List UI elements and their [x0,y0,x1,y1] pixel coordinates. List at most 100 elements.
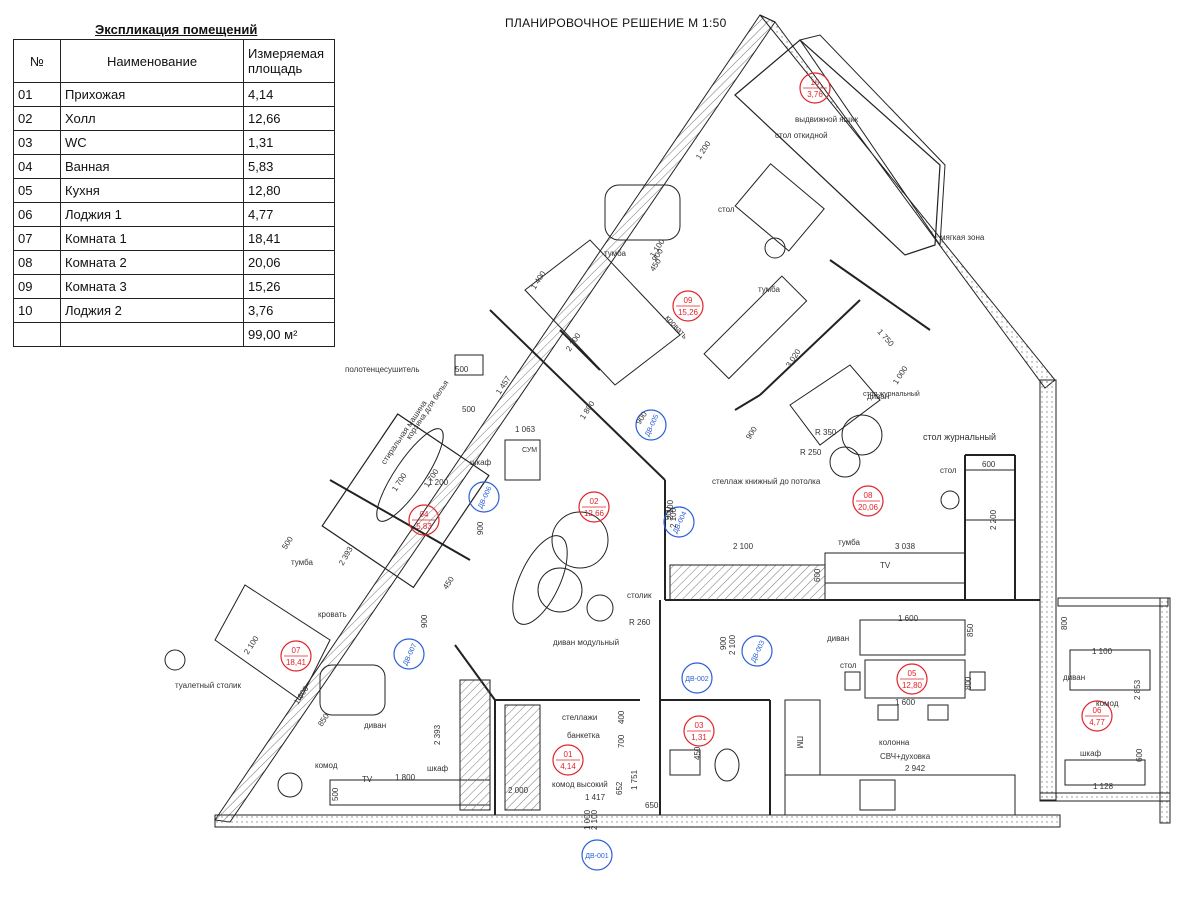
bathroom-block [321,354,541,589]
plan-annotation: 500 [455,365,469,374]
room-marker-circle [799,72,831,104]
door-marker-circle [741,635,773,667]
plan-annotation: 900 [719,636,728,650]
plan-annotation: 600 [1135,748,1144,762]
room-area: 4,77 [1089,718,1105,727]
wardrobe-entrance [459,679,491,811]
plan-annotation: корзина для белья [404,379,450,442]
room-number: 01 [564,750,573,759]
shelves-entrance [504,704,541,811]
door-code: ДВ-007 [402,642,418,666]
plant [277,772,303,798]
room-marker-circle [408,504,440,536]
plan-annotation: 1 063 [515,425,536,434]
plan-annotation: стол откидной [775,131,828,140]
plan-annotation: 1 417 [585,793,606,802]
chair-room-09 [764,237,786,259]
plan-annotation: 2 853 [1133,679,1142,700]
plan-annotation: шкаф [427,764,449,773]
cell-num: 05 [13,178,61,203]
door-marker-circle [663,506,695,538]
plan-annotation: стеллаж книжный до потолка [712,477,821,486]
door-marker: ДВ-002 [681,662,713,694]
room-05-furniture [784,619,1016,816]
plan-annotation: TV [880,561,891,570]
plan-annotation: 1 800 [395,773,416,782]
plan-annotation: 900 [420,614,429,628]
cell-num: 02 [13,106,61,131]
wc-sink [669,749,701,776]
shelving-room-08 [669,564,826,601]
plan-annotation: 1 600 [895,698,916,707]
plan-annotation: ПМ [795,736,804,749]
sofa-room-09 [604,184,681,241]
plan-annotation: стиральная машина [379,398,429,466]
modular-sofa [512,535,568,625]
cell-area: 20,06 [243,250,335,275]
room-number: 03 [695,721,704,730]
tv-stand-room-08 [824,552,966,584]
plan-annotation: 500 [331,787,340,801]
cell-name: Лоджия 1 [60,202,244,227]
plan-annotation: кровать [318,610,347,619]
bed-room-09 [524,239,681,386]
plan-annotation: 1 400 [529,269,548,291]
plan-annotation: комод высокий [552,780,608,789]
room-area: 4,14 [560,762,576,771]
coffee-table-small [829,446,861,478]
plan-annotation: 900 [634,410,649,427]
door-code: ДВ-001 [585,853,609,860]
plan-annotation: 900 [744,425,759,442]
plan-annotation: 2 100 [242,634,261,656]
plan-title: ПЛАНИРОВОЧНОЕ РЕШЕНИЕ М 1:50 [505,16,727,30]
plan-annotation: 2 100 [666,499,675,520]
plan-annotation: комод [315,761,338,770]
room-marker-10: 103,76 [799,72,831,104]
plan-annotation: 2 100 [733,542,754,551]
room-06-furniture [1064,649,1151,786]
toilet [714,748,740,782]
cell-area: 15,26 [243,274,335,299]
plan-annotation: 650 [645,801,659,810]
plan-annotation: столик [627,591,652,600]
plan-annotation: стеллажи [562,713,597,722]
cooktop [859,779,896,811]
loggia2 [734,34,946,256]
door-marker-circle [468,481,500,513]
sink-bath [454,354,484,376]
plan-annotation: 450 [693,746,702,760]
table-header-row: № Наименование Измеряемая площадь [13,39,335,83]
door-code: ДВ-002 [685,676,709,683]
plan-annotation: 500 [462,405,476,414]
cell-name: Комната 3 [60,274,244,299]
washing-machine [504,439,541,481]
plan-annotation: 2 000 [508,786,529,795]
plan-annotation: СВЧ+духовка [880,752,931,761]
header-area: Измеряемая площадь [243,39,335,83]
cell-num: 04 [13,154,61,179]
plan-annotation: 1 100 [1092,647,1113,656]
room-area: 12,66 [584,509,605,518]
plan-annotation: 2 942 [905,764,926,773]
plan-annotation: 800 [1060,616,1069,630]
room-area: 12,80 [902,681,923,690]
plan-annotation: 600 [982,460,996,469]
cell-num: 03 [13,130,61,155]
exterior-walls [214,14,1171,828]
cell-area: 3,76 [243,298,335,323]
plan-annotation: R 350 [815,428,837,437]
explication-title: Экспликация помещений [95,22,258,37]
chair-k2 [969,671,986,691]
plan-annotation: 1 000 [583,809,592,830]
cell-area: 4,77 [243,202,335,227]
wall-loggia1-top [1057,597,1169,607]
plan-annotation: 2 393 [433,724,442,745]
